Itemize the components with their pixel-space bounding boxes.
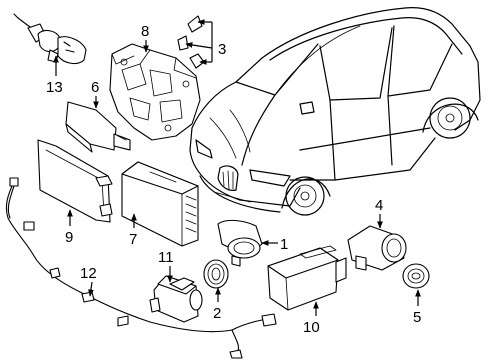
radar-bracket bbox=[37, 139, 113, 223]
callout-8: 8 bbox=[141, 23, 149, 40]
sensor-ring-2 bbox=[203, 259, 229, 289]
callout-11: 11 bbox=[158, 249, 174, 266]
callout-10: 10 bbox=[303, 319, 320, 336]
callout-1: 1 bbox=[280, 236, 288, 253]
clip-parts bbox=[177, 15, 205, 69]
callout-5: 5 bbox=[413, 309, 421, 326]
callout-12: 12 bbox=[80, 265, 97, 282]
sedan-outline-icon bbox=[189, 7, 481, 216]
callout-labels: 1 2 3 4 5 6 7 8 9 10 11 12 13 bbox=[46, 23, 421, 336]
control-module bbox=[121, 161, 199, 247]
callout-3: 3 bbox=[218, 41, 226, 58]
callout-2: 2 bbox=[213, 305, 221, 322]
sensor-module-10 bbox=[267, 245, 347, 311]
headlight-bulb-icon bbox=[13, 13, 87, 65]
camera-module bbox=[149, 275, 203, 323]
wiring-harness bbox=[5, 177, 277, 359]
callout-13: 13 bbox=[46, 79, 63, 96]
park-sensor-1 bbox=[217, 219, 263, 267]
park-sensor-4 bbox=[347, 225, 407, 271]
callout-4: 4 bbox=[375, 197, 383, 214]
leader-lines bbox=[53, 19, 421, 316]
callout-9: 9 bbox=[65, 229, 73, 246]
module-bracket bbox=[109, 43, 201, 141]
radar-sensor bbox=[65, 101, 131, 153]
sensor-ring-5 bbox=[402, 263, 430, 289]
callout-6: 6 bbox=[91, 79, 99, 96]
callout-7: 7 bbox=[129, 231, 137, 248]
